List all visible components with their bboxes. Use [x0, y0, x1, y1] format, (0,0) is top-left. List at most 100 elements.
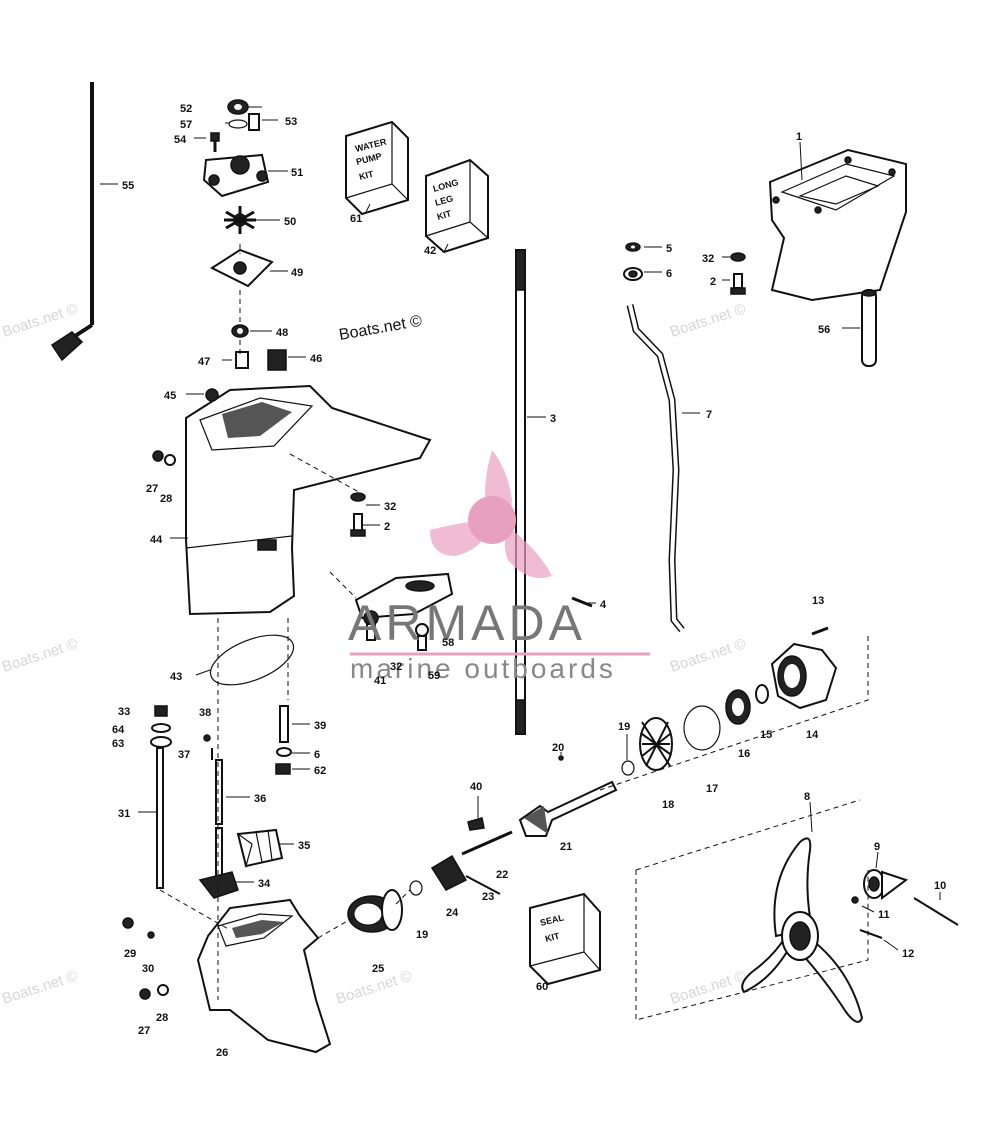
- callout-3: 3: [550, 413, 556, 425]
- watermark-text: Boats.net ©: [668, 967, 748, 1007]
- callout-36: 36: [254, 793, 266, 805]
- pin-4: [571, 596, 593, 608]
- hardware-5-6-32-2: [623, 242, 746, 295]
- watermark-text: Boats.net ©: [338, 313, 424, 344]
- callout-18: 18: [662, 799, 674, 811]
- callout-11: 11: [878, 909, 890, 921]
- reference-lines: [159, 244, 869, 1021]
- callout-59: 59: [428, 670, 440, 682]
- callout-40: 40: [470, 781, 482, 793]
- callout-21: 21: [560, 841, 572, 853]
- callout-64: 64: [112, 724, 125, 736]
- callout-55: 55: [122, 180, 134, 192]
- propeller-8: [741, 837, 959, 1023]
- shift-rod-55: [50, 82, 94, 362]
- callout-15: 15: [760, 729, 772, 741]
- callout-54: 54: [174, 134, 187, 146]
- callout-28-upper: 28: [160, 493, 172, 505]
- callout-7: 7: [706, 409, 712, 421]
- water-pump-assembly: [202, 99, 274, 338]
- callout-12: 12: [902, 948, 914, 960]
- callout-28-lower: 28: [156, 1012, 168, 1024]
- callout-2-upper: 2: [710, 276, 716, 288]
- callout-6-upper: 6: [666, 268, 672, 280]
- kit-label-line: KIT: [436, 208, 453, 222]
- callout-45: 45: [164, 390, 176, 402]
- hardware-27-28-29-30-lower: [122, 917, 169, 1000]
- callout-52: 52: [180, 103, 192, 115]
- bearing-carrier-14: [770, 642, 838, 710]
- callout-10: 10: [934, 880, 946, 892]
- long-leg-kit-42: LONG LEG KIT: [425, 158, 489, 254]
- callout-22: 22: [496, 869, 508, 881]
- callout-42: 42: [424, 245, 436, 257]
- callout-43: 43: [170, 671, 182, 683]
- seal-kit-60: SEAL KIT: [529, 892, 601, 986]
- callout-1: 1: [796, 131, 802, 143]
- callout-48: 48: [276, 327, 288, 339]
- callout-33: 33: [118, 706, 130, 718]
- callout-60: 60: [536, 981, 548, 993]
- water-tube-56: [861, 289, 877, 367]
- water-pump-kit-61: WATER PUMP KIT: [345, 120, 409, 216]
- gear-train: [347, 626, 838, 933]
- shift-rod-7: [626, 304, 685, 633]
- callout-38: 38: [199, 707, 211, 719]
- callout-32-lower: 32: [390, 661, 402, 673]
- left-studs-and-hardware: [150, 705, 292, 899]
- callout-14: 14: [806, 729, 819, 741]
- callout-44: 44: [150, 534, 163, 546]
- callout-24: 24: [446, 907, 459, 919]
- mount-plate-58: [350, 492, 454, 651]
- forward-gear-18: [639, 717, 673, 771]
- callout-17: 17: [706, 783, 718, 795]
- watermark-text: Boats.net ©: [0, 967, 80, 1007]
- callout-49: 49: [291, 267, 303, 279]
- hardware-27-28-upper: [152, 450, 176, 466]
- watermark-text: Boats.net ©: [668, 635, 748, 675]
- watermark-text: Boats.net ©: [668, 300, 748, 340]
- callout-8: 8: [804, 791, 810, 803]
- callout-9: 9: [874, 841, 880, 853]
- logo-tagline: marine outboards: [350, 653, 616, 684]
- callout-30: 30: [142, 963, 154, 975]
- drive-shaft-3: [515, 249, 526, 735]
- callout-46: 46: [310, 353, 322, 365]
- callout-6-lower: 6: [314, 749, 320, 761]
- callout-41: 41: [374, 675, 386, 687]
- logo-brand: ARMADA: [348, 595, 586, 651]
- callout-58: 58: [442, 637, 454, 649]
- callout-53: 53: [285, 116, 297, 128]
- callout-47: 47: [198, 356, 210, 368]
- callout-19-upper: 19: [618, 721, 630, 733]
- callout-29: 29: [124, 948, 136, 960]
- callout-25: 25: [372, 963, 384, 975]
- callout-57: 57: [180, 119, 192, 131]
- callout-2-mid: 2: [384, 521, 390, 533]
- gearcase-26: [196, 898, 332, 1054]
- kit-label-line: KIT: [544, 931, 561, 944]
- callout-39: 39: [314, 720, 326, 732]
- callout-16: 16: [738, 748, 750, 760]
- callout-63: 63: [112, 738, 124, 750]
- gasket-43: [209, 634, 295, 686]
- callout-19-lower: 19: [416, 929, 428, 941]
- callout-61: 61: [350, 213, 362, 225]
- callout-20: 20: [552, 742, 564, 754]
- callout-31: 31: [118, 808, 130, 820]
- callout-27-upper: 27: [146, 483, 158, 495]
- callout-51: 51: [291, 167, 303, 179]
- callout-23: 23: [482, 891, 494, 903]
- callout-56: 56: [818, 324, 830, 336]
- kit-label-line: KIT: [358, 169, 375, 182]
- callout-35: 35: [298, 840, 310, 852]
- watermark-text: Boats.net ©: [0, 635, 80, 675]
- callout-32-mid: 32: [384, 501, 396, 513]
- drive-shaft-housing-44: [185, 349, 432, 616]
- armada-logo: ARMADA marine outboards: [348, 450, 650, 684]
- kit-label-line: LEG: [434, 193, 455, 208]
- callout-37: 37: [178, 749, 190, 761]
- callout-labels: 52 57 54 53 51 50 49 48 47 46 45 55 61 4…: [112, 103, 946, 1059]
- callout-26: 26: [216, 1047, 228, 1059]
